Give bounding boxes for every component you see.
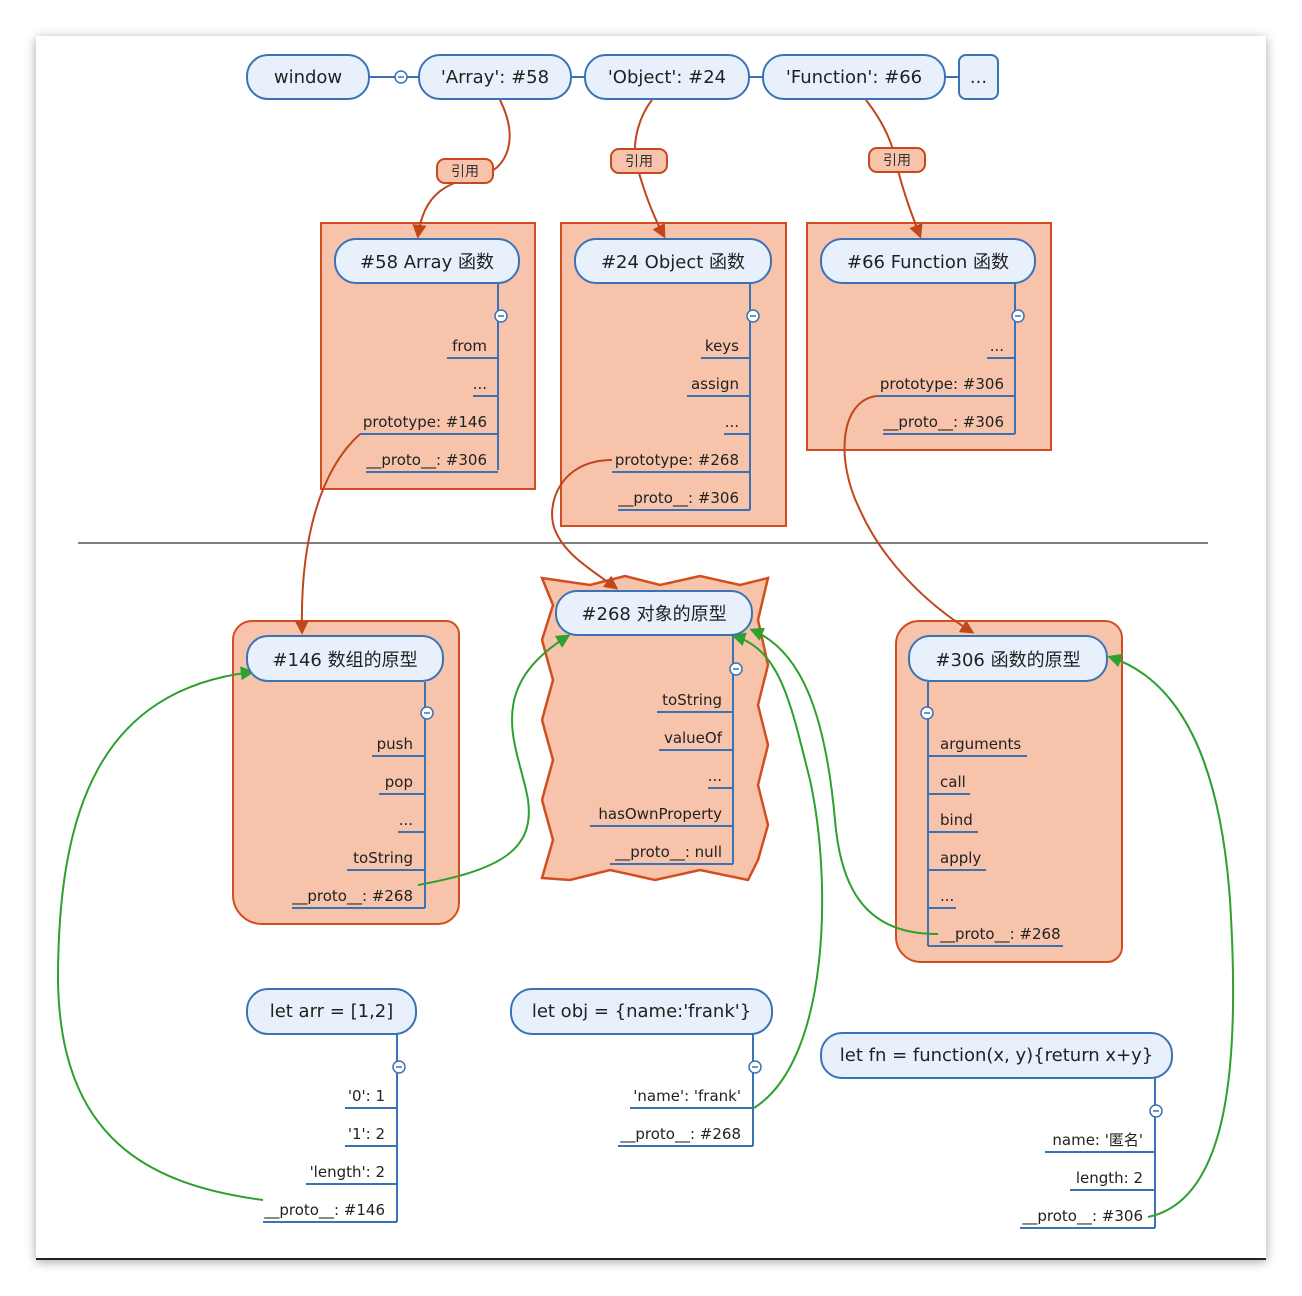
obj-variable-item: 'name': 'frank' — [633, 1087, 741, 1105]
fn-variable-item: name: '匿名' — [1052, 1131, 1143, 1149]
arr-variable-topic[interactable]: let arr = [1,2] — [246, 988, 417, 1035]
array-fn-item: ... — [472, 375, 487, 393]
function-ref-topic[interactable]: 'Function': #66 — [762, 54, 946, 100]
arr-variable-item: __proto__: #146 — [264, 1201, 385, 1219]
function-fn-topic[interactable]: #66 Function 函数 — [820, 238, 1036, 284]
array-fn-item: __proto__: #306 — [366, 451, 487, 469]
prototype-link-268 — [551, 459, 619, 590]
proto-link-obj-to-268 — [731, 632, 824, 1109]
fn-variable-topic[interactable]: let fn = function(x, y){return x+y} — [820, 1032, 1173, 1079]
function-proto-item: call — [940, 773, 966, 791]
object-fn-item: keys — [704, 337, 739, 355]
function-proto-item: __proto__: #268 — [940, 925, 1061, 943]
function-proto-item: bind — [940, 811, 973, 829]
reference-label: 引用 — [436, 158, 494, 184]
object-proto-item: toString — [662, 691, 722, 709]
arr-variable-item: '0': 1 — [347, 1087, 385, 1105]
proto-link-146-to-268 — [417, 634, 571, 886]
array-fn-item: from — [452, 337, 487, 355]
array-proto-item: __proto__: #268 — [292, 887, 413, 905]
object-fn-item: prototype: #268 — [614, 451, 739, 469]
function-fn-item: ... — [989, 337, 1004, 355]
array-proto-item: push — [376, 735, 413, 753]
fn-variable-item: length: 2 — [1075, 1169, 1143, 1187]
object-proto-item: __proto__: null — [615, 843, 722, 861]
function-proto-item: apply — [940, 849, 982, 867]
prototype-link-146 — [294, 433, 361, 635]
more-topic[interactable]: ... — [958, 54, 999, 100]
object-proto-item: hasOwnProperty — [598, 805, 722, 823]
object-proto-item: valueOf — [663, 729, 722, 747]
proto-link-306-to-268 — [749, 627, 939, 936]
function-fn-item: __proto__: #306 — [883, 413, 1004, 431]
array-proto-item: pop — [384, 773, 413, 791]
function-fn-item: prototype: #306 — [879, 375, 1004, 393]
object-fn-item: assign — [690, 375, 739, 393]
object-proto-topic[interactable]: #268 对象的原型 — [555, 590, 753, 636]
fn-variable-item: __proto__: #306 — [1022, 1207, 1143, 1225]
array-ref-topic[interactable]: 'Array': #58 — [418, 54, 572, 100]
array-fn-item: prototype: #146 — [362, 413, 487, 431]
object-fn-item: __proto__: #306 — [618, 489, 739, 507]
window-topic[interactable]: window — [246, 54, 370, 100]
function-proto-topic[interactable]: #306 函数的原型 — [908, 635, 1108, 682]
prototype-link-306 — [843, 395, 975, 634]
arr-variable-item: '1': 2 — [347, 1125, 385, 1143]
array-proto-item: ... — [398, 811, 413, 829]
obj-variable-topic[interactable]: let obj = {name:'frank'} — [510, 988, 773, 1035]
obj-variable-item: __proto__: #268 — [620, 1125, 741, 1143]
object-fn-item: ... — [724, 413, 739, 431]
array-fn-topic[interactable]: #58 Array 函数 — [334, 238, 520, 284]
object-ref-topic[interactable]: 'Object': #24 — [584, 54, 750, 100]
object-proto-item: ... — [707, 767, 722, 785]
function-proto-item: ... — [940, 887, 955, 905]
object-fn-topic[interactable]: #24 Object 函数 — [574, 238, 772, 284]
proto-link-fn-to-306 — [1107, 653, 1235, 1218]
array-proto-item: toString — [353, 849, 413, 867]
object-proto-container — [540, 574, 770, 882]
arr-variable-item: 'length': 2 — [309, 1163, 385, 1181]
array-proto-topic[interactable]: #146 数组的原型 — [246, 635, 444, 682]
reference-label: 引用 — [610, 148, 668, 174]
proto-link-arr-to-146 — [56, 666, 264, 1201]
reference-label: 引用 — [868, 147, 926, 173]
function-proto-item: arguments — [940, 735, 1022, 753]
